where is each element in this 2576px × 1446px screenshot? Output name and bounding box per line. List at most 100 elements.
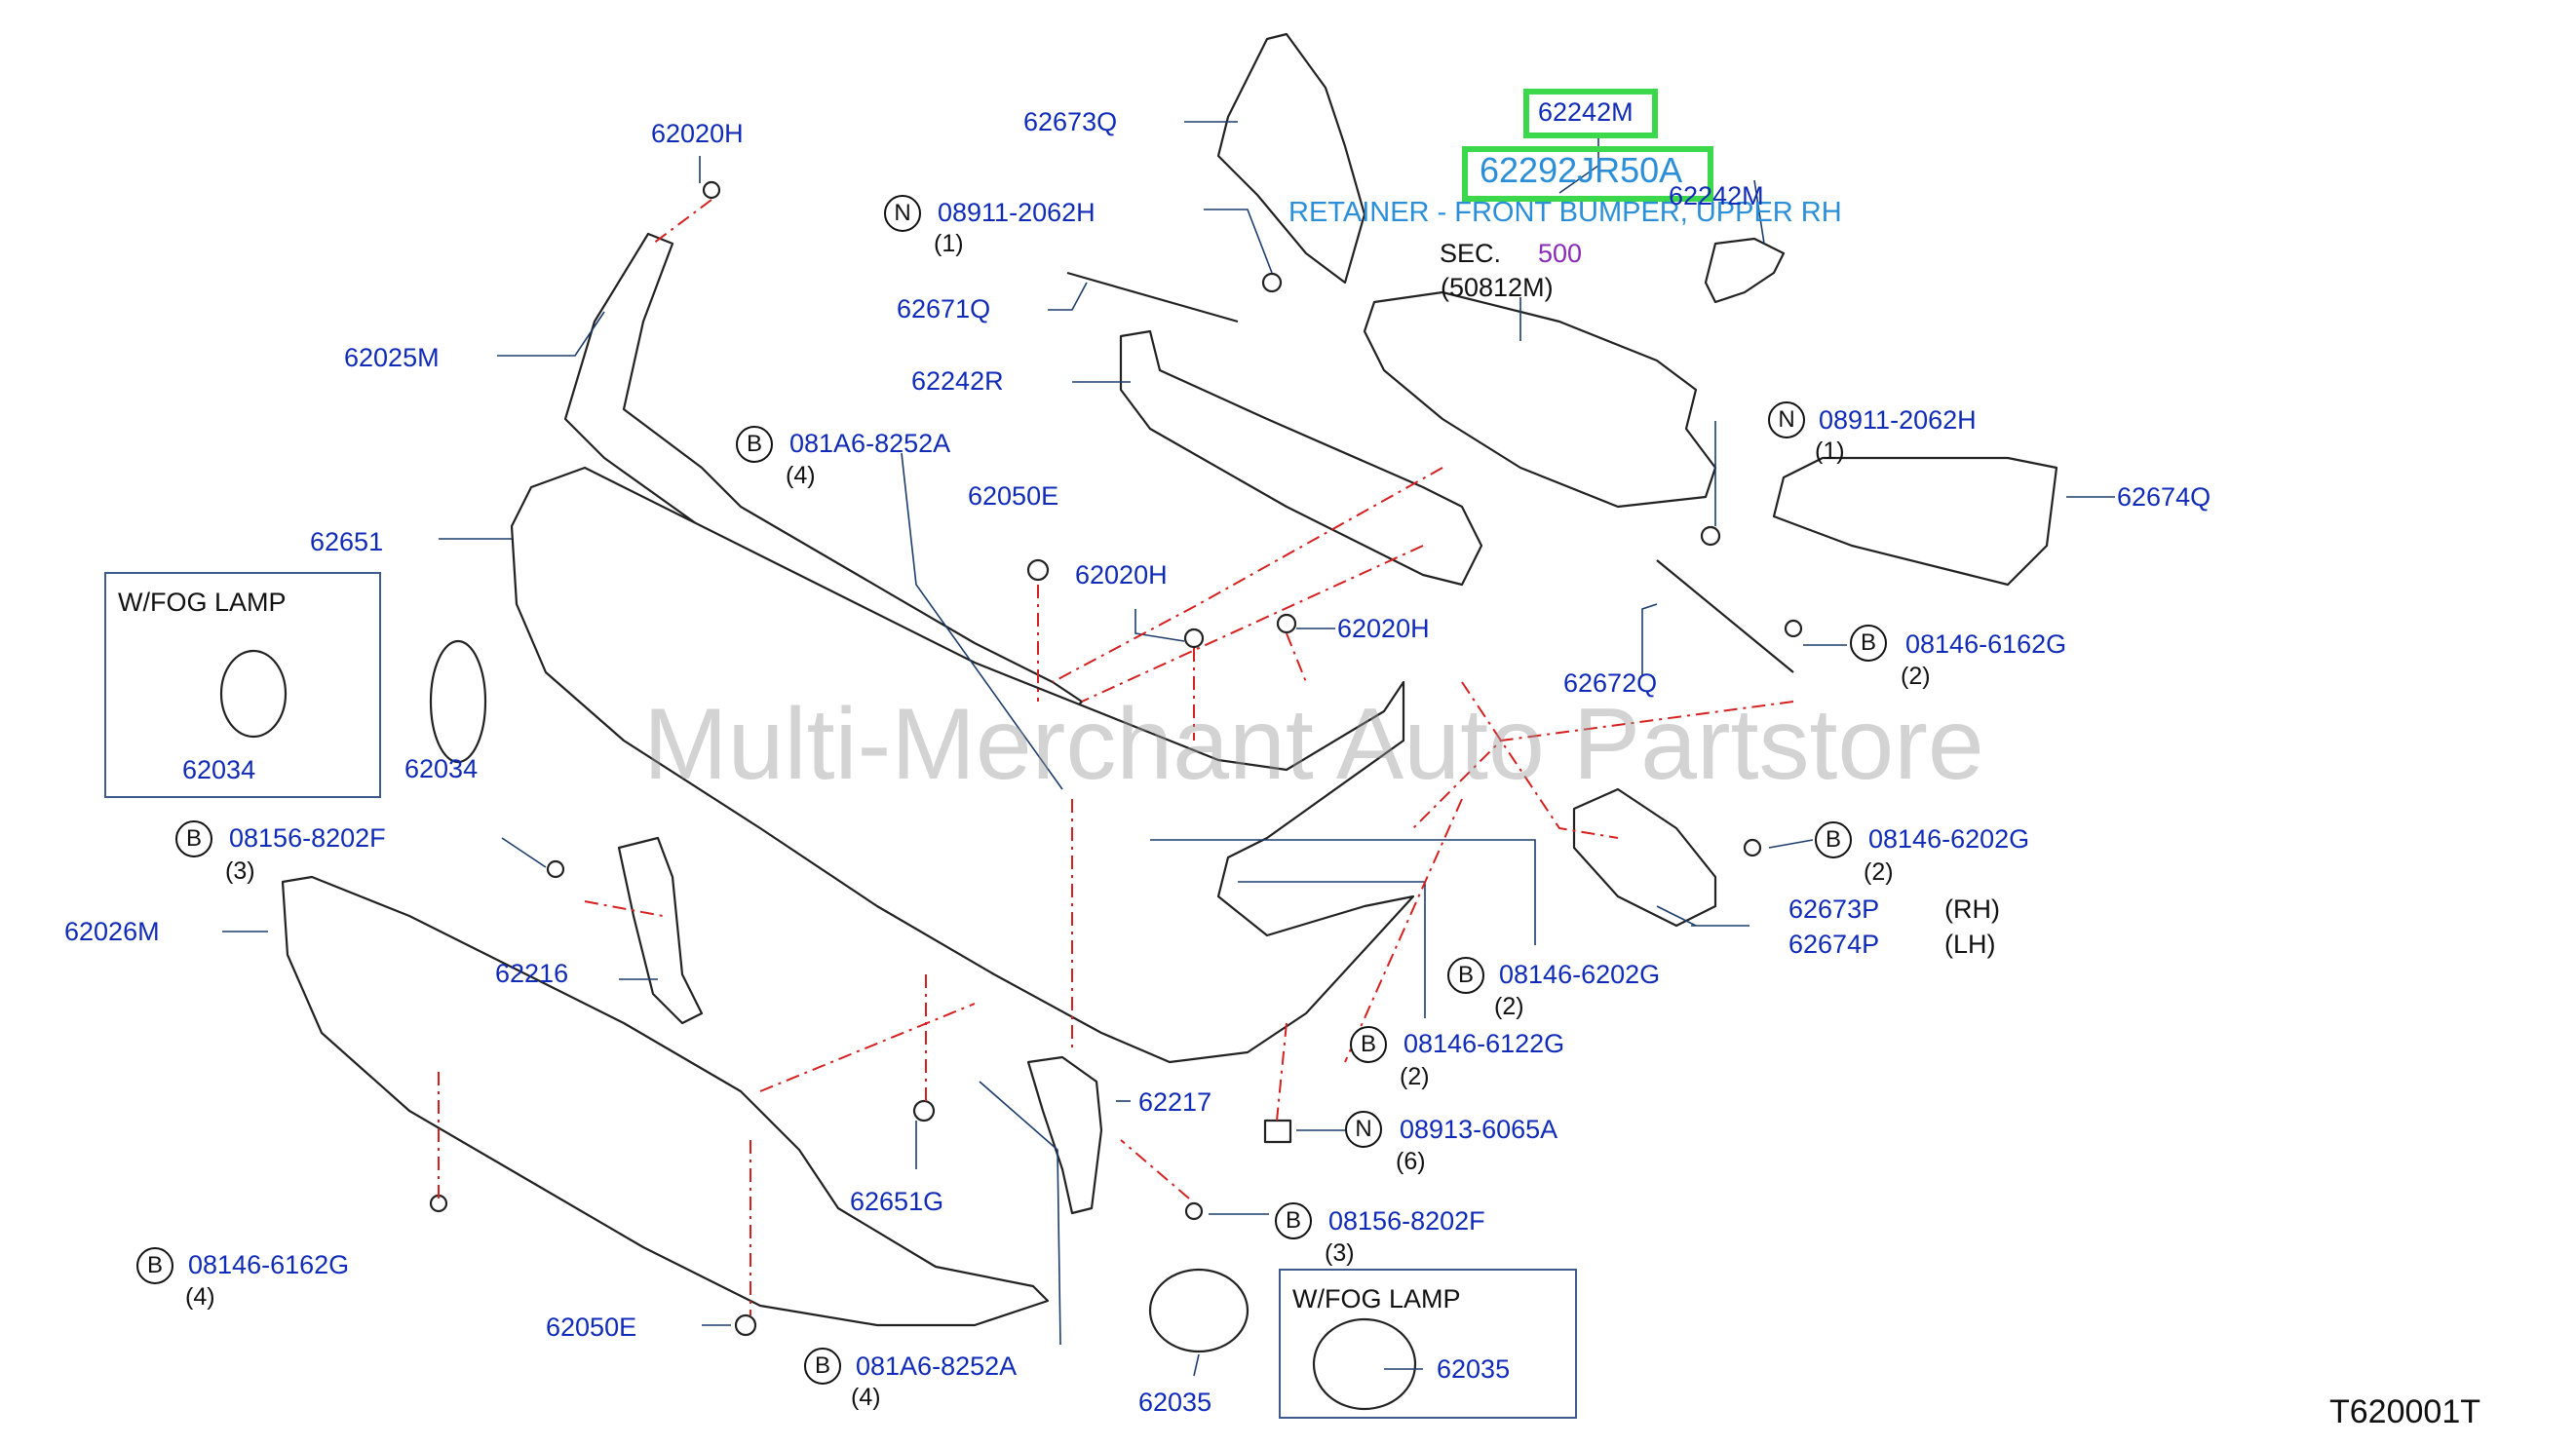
badge-B: B [175, 820, 212, 857]
bolt-08156-a [546, 859, 565, 879]
part-label-62651[interactable]: 62651 [310, 527, 384, 556]
badge-B: B [136, 1247, 173, 1284]
highlight-box-selected-part[interactable] [1462, 146, 1713, 202]
part-label-62651G[interactable]: 62651G [850, 1187, 944, 1216]
selected-part-number[interactable]: 62292JR50A [1480, 150, 1683, 190]
qty-label: (3) [225, 857, 255, 885]
badge-N: N [884, 195, 921, 232]
clip-08913 [1263, 1119, 1292, 1144]
side-label-lh: (LH) [1944, 930, 1996, 959]
part-label-08146-6162G[interactable]: 08146-6162G [188, 1250, 350, 1279]
part-62216-shape [617, 836, 704, 1025]
badge-B: B [804, 1348, 841, 1385]
part-label-62025M[interactable]: 62025M [344, 343, 440, 372]
highlighted-part-62242M[interactable]: 62242M [1538, 97, 1634, 127]
part-label-62242M[interactable]: 62242M [1669, 181, 1764, 210]
part-50812M-shape [1363, 290, 1717, 509]
part-label-081A6-8252A[interactable]: 081A6-8252A [856, 1351, 1018, 1381]
part-label-08913-6065A[interactable]: 08913-6065A [1400, 1115, 1558, 1144]
part-tooltip: RETAINER - FRONT BUMPER, UPPER RH [1288, 197, 1842, 228]
part-label-62026M[interactable]: 62026M [64, 917, 160, 946]
qty-label: (4) [851, 1384, 881, 1411]
part-62651-shape [510, 466, 1415, 1064]
part-label-08911-2062H[interactable]: 08911-2062H [1819, 405, 1977, 435]
fog-lamp-box-62035: W/FOG LAMP 62035 [1279, 1269, 1577, 1419]
clip-62050E-top [1026, 558, 1050, 582]
part-label-08146-6202G[interactable]: 08146-6202G [1499, 960, 1661, 989]
part-label-62674P[interactable]: 62674P [1788, 930, 1880, 959]
fog-box-title: W/FOG LAMP [1292, 1284, 1461, 1313]
part-label-62674Q[interactable]: 62674Q [2117, 482, 2211, 512]
fog-lamp-62034-outside [429, 639, 487, 764]
part-label-08156-8202F[interactable]: 08156-8202F [229, 823, 386, 853]
part-label-081A6-8252A[interactable]: 081A6-8252A [789, 429, 951, 458]
part-62674Q-shape [1772, 456, 2058, 587]
fog-box-title: W/FOG LAMP [118, 588, 287, 617]
diagram-id: T620001T [2329, 1393, 2480, 1430]
clip-62050E-bot [734, 1313, 757, 1337]
badge-B: B [1850, 625, 1887, 662]
qty-label: (2) [1901, 663, 1931, 690]
part-label-62034-inset[interactable]: 62034 [182, 755, 256, 784]
part-label-62050E[interactable]: 62050E [968, 481, 1059, 511]
bolt-62651G [912, 1099, 936, 1123]
part-label-62242R[interactable]: 62242R [911, 366, 1004, 396]
clip-62020H-top [702, 180, 721, 200]
part-label-08156-8202F[interactable]: 08156-8202F [1328, 1206, 1485, 1236]
part-label-62020H[interactable]: 62020H [651, 119, 744, 148]
part-label-62035[interactable]: 62035 [1138, 1388, 1212, 1417]
part-label-62035-inset[interactable]: 62035 [1437, 1354, 1511, 1384]
qty-label: (1) [1815, 438, 1845, 465]
nut-08911-a [1261, 272, 1283, 293]
qty-label: (4) [185, 1283, 215, 1311]
qty-label: (1) [934, 230, 964, 257]
qty-label: (3) [1325, 1239, 1355, 1267]
fog-cap-62035-outside [1148, 1268, 1250, 1353]
assembly-lines [438, 199, 1794, 1315]
part-label-62020H[interactable]: 62020H [1337, 614, 1430, 643]
part-label-08146-6202G[interactable]: 08146-6202G [1868, 824, 2030, 854]
bolt-08146-6162G-a [1784, 619, 1803, 638]
badge-B: B [1275, 1202, 1312, 1239]
part-label-62671Q[interactable]: 62671Q [897, 294, 991, 323]
part-62026M-shape [281, 875, 1050, 1327]
part-label-62050E[interactable]: 62050E [546, 1313, 637, 1342]
badge-N: N [1768, 401, 1805, 438]
fog-lamp-box-62034: W/FOG LAMP 62034 [104, 572, 381, 798]
part-62217-shape [1026, 1055, 1103, 1215]
part-label-62020H[interactable]: 62020H [1075, 560, 1168, 590]
part-label-62673Q[interactable]: 62673Q [1023, 107, 1118, 136]
qty-label: (2) [1864, 858, 1894, 886]
section-number[interactable]: 500 [1538, 239, 1583, 268]
highlight-box-62242M[interactable] [1523, 89, 1658, 138]
part-62242R-shape [1119, 329, 1483, 587]
qty-label: (4) [786, 462, 816, 489]
part-label-62034[interactable]: 62034 [404, 754, 479, 783]
fog-cap-62035-inset [1312, 1317, 1417, 1411]
part-label-62216[interactable]: 62216 [495, 959, 569, 988]
part-label-62217[interactable]: 62217 [1138, 1087, 1212, 1117]
watermark: Multi-Merchant Auto Partstore [643, 688, 1984, 801]
clip-62020H-right [1276, 613, 1297, 634]
part-62242M-shape [1704, 237, 1786, 304]
side-label-rh: (RH) [1944, 894, 2000, 924]
part-label-08146-6122G[interactable]: 08146-6122G [1403, 1029, 1565, 1058]
nut-08911-b [1700, 525, 1721, 547]
rod-62672Q [1656, 559, 1794, 673]
part-62673P-shape [1572, 787, 1717, 928]
badge-N: N [1345, 1111, 1382, 1148]
qty-label: (2) [1494, 993, 1524, 1020]
badge-B: B [736, 426, 773, 463]
qty-label: (6) [1396, 1148, 1426, 1175]
part-label-08911-2062H[interactable]: 08911-2062H [938, 198, 1096, 227]
part-label-62672Q[interactable]: 62672Q [1563, 668, 1658, 698]
part-label-62673P[interactable]: 62673P [1788, 894, 1880, 924]
badge-B: B [1815, 821, 1852, 858]
bolt-08156-b [1184, 1201, 1204, 1221]
part-label-08146-6162G[interactable]: 08146-6162G [1905, 629, 2067, 659]
part-62673Q-shape [1216, 32, 1366, 285]
bolt-08146-6202G-b [1743, 838, 1762, 857]
badge-B: B [1350, 1026, 1387, 1063]
